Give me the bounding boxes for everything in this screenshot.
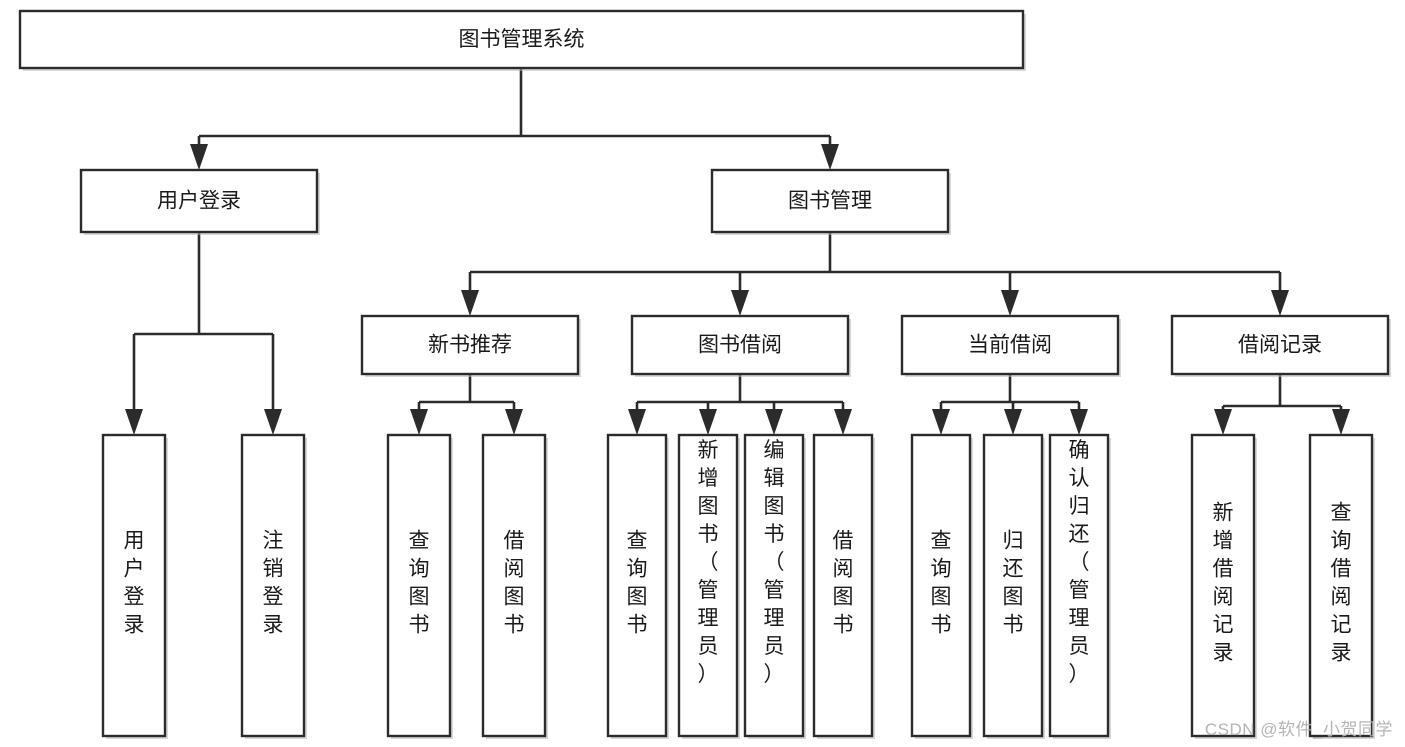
node-box[interactable] xyxy=(79,168,319,234)
connector-current-borrow xyxy=(932,374,1088,435)
connector-book-borrow xyxy=(628,374,852,435)
connector-borrow-record xyxy=(1214,374,1350,435)
node-box[interactable] xyxy=(386,433,452,738)
arrow-head-icon xyxy=(1332,409,1350,435)
arrow-head-icon xyxy=(1271,290,1289,316)
node-leaf-add-record[interactable]: 新增借阅记录 xyxy=(1190,433,1257,739)
arrow-head-icon xyxy=(834,409,852,435)
node-leaf-add-book[interactable]: 新增图书（管理员） xyxy=(677,433,740,739)
node-box[interactable] xyxy=(630,314,850,376)
node-label: 图书管理系统 xyxy=(459,28,585,51)
node-leaf-edit-book[interactable]: 编辑图书（管理员） xyxy=(743,433,806,739)
node-box[interactable] xyxy=(606,433,668,738)
arrow-head-icon xyxy=(628,409,646,435)
node-label: 图书借阅 xyxy=(698,334,782,357)
connector-layer xyxy=(125,68,1350,435)
arrow-head-icon xyxy=(505,409,523,435)
arrow-head-icon xyxy=(1004,409,1022,435)
node-box[interactable] xyxy=(743,433,805,738)
node-box[interactable] xyxy=(481,433,547,738)
node-label: 用户登录 xyxy=(124,530,145,637)
arrow-head-icon xyxy=(125,409,143,435)
connector-root xyxy=(190,68,839,170)
node-box[interactable] xyxy=(1048,433,1110,738)
node-label: 用户登录 xyxy=(157,190,241,213)
arrow-head-icon xyxy=(932,409,950,435)
node-label: 注销登录 xyxy=(263,530,284,637)
node-current-borrow[interactable]: 当前借阅 xyxy=(900,314,1121,377)
node-leaf-user-login[interactable]: 用户登录 xyxy=(101,433,168,739)
node-label: 归还图书 xyxy=(1003,530,1024,637)
node-label: 当前借阅 xyxy=(968,334,1052,357)
node-label: 确认归还（管理员） xyxy=(1069,439,1090,686)
node-user-login[interactable]: 用户登录 xyxy=(79,168,320,235)
node-box[interactable] xyxy=(812,433,874,738)
node-leaf-return-book[interactable]: 归还图书 xyxy=(982,433,1045,739)
node-box[interactable] xyxy=(1170,314,1390,376)
node-leaf-query-book-3[interactable]: 查询图书 xyxy=(910,433,973,739)
node-box[interactable] xyxy=(710,168,950,234)
node-label: 新书推荐 xyxy=(428,334,512,357)
node-label: 查询图书 xyxy=(409,530,430,637)
node-label: 查询图书 xyxy=(931,530,952,637)
arrow-head-icon xyxy=(264,409,282,435)
arrow-head-icon xyxy=(1001,290,1019,316)
node-box[interactable] xyxy=(900,314,1120,376)
arrow-head-icon xyxy=(1214,409,1232,435)
node-label: 借阅图书 xyxy=(833,530,854,637)
node-label: 查询图书 xyxy=(627,530,648,637)
node-label: 查询借阅记录 xyxy=(1331,502,1352,665)
arrow-head-icon xyxy=(699,409,717,435)
node-leaf-query-record[interactable]: 查询借阅记录 xyxy=(1308,433,1375,739)
arrow-head-icon xyxy=(1070,409,1088,435)
node-box[interactable] xyxy=(677,433,739,738)
connector-book-manage xyxy=(461,232,1289,316)
node-label: 借阅记录 xyxy=(1238,334,1322,357)
node-leaf-confirm-return[interactable]: 确认归还（管理员） xyxy=(1048,433,1111,739)
arrow-head-icon xyxy=(461,290,479,316)
node-box[interactable] xyxy=(18,9,1025,70)
node-layer: 图书管理系统用户登录图书管理新书推荐图书借阅当前借阅借阅记录用户登录注销登录查询… xyxy=(18,9,1391,739)
arrow-head-icon xyxy=(821,144,839,170)
node-label: 借阅图书 xyxy=(504,530,525,637)
node-new-book-rec[interactable]: 新书推荐 xyxy=(360,314,581,377)
node-label: 图书管理 xyxy=(788,190,872,213)
arrow-head-icon xyxy=(410,409,428,435)
node-box[interactable] xyxy=(982,433,1044,738)
arrow-head-icon xyxy=(765,409,783,435)
node-label: 编辑图书（管理员） xyxy=(764,439,785,686)
arrow-head-icon xyxy=(190,144,208,170)
node-leaf-borrow-book-2[interactable]: 借阅图书 xyxy=(812,433,875,739)
node-box[interactable] xyxy=(360,314,580,376)
node-label: 新增借阅记录 xyxy=(1213,502,1234,665)
node-label: 新增图书（管理员） xyxy=(698,439,719,686)
connector-new-book-rec xyxy=(410,374,523,435)
connector-user-login xyxy=(125,232,282,435)
node-leaf-borrow-book-1[interactable]: 借阅图书 xyxy=(481,433,548,739)
node-book-borrow[interactable]: 图书借阅 xyxy=(630,314,851,377)
node-box[interactable] xyxy=(240,433,306,738)
node-box[interactable] xyxy=(910,433,972,738)
node-leaf-query-book-1[interactable]: 查询图书 xyxy=(386,433,453,739)
node-box[interactable] xyxy=(101,433,167,738)
node-box[interactable] xyxy=(1190,433,1256,738)
arrow-head-icon xyxy=(731,290,749,316)
node-root[interactable]: 图书管理系统 xyxy=(18,9,1026,71)
node-box[interactable] xyxy=(1308,433,1374,738)
node-book-manage[interactable]: 图书管理 xyxy=(710,168,951,235)
node-leaf-query-book-2[interactable]: 查询图书 xyxy=(606,433,669,739)
node-leaf-logout[interactable]: 注销登录 xyxy=(240,433,307,739)
node-borrow-record[interactable]: 借阅记录 xyxy=(1170,314,1391,377)
